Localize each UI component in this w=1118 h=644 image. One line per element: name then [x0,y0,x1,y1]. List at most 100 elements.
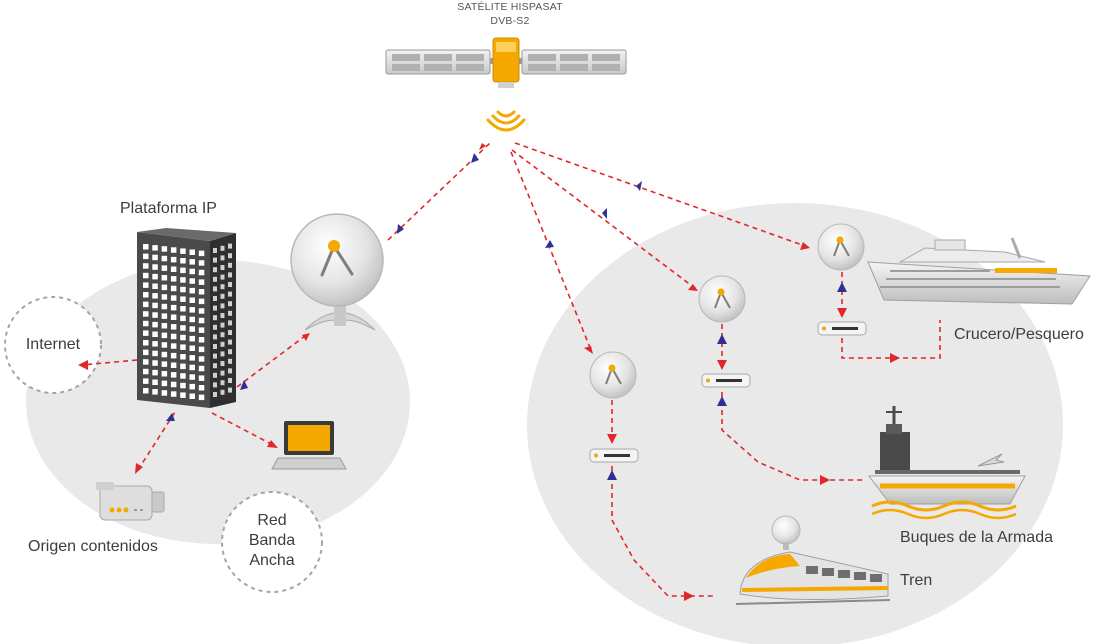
building-window [170,333,177,340]
building-window [161,294,168,300]
building-window [152,341,158,347]
building-window [180,344,186,350]
building-window [213,296,217,301]
building-window [189,364,195,371]
source-label: Origen contenidos [28,538,158,555]
building-window [228,262,232,268]
building-window [220,255,225,261]
building-window [228,368,232,374]
red-arrows [78,143,900,601]
building-window [180,267,186,274]
building-window [189,374,195,380]
building-window [170,304,177,311]
building-window [152,360,158,366]
building-window [213,315,217,321]
platform-label: Plataforma IP [120,200,217,217]
building-window [228,243,232,249]
building-window [189,259,195,265]
building-window [220,322,225,328]
building-window [189,297,195,303]
building-window [143,340,149,346]
building-window [198,327,205,333]
building-window [198,385,205,391]
building-window [220,380,225,386]
building-window [143,359,149,365]
satellite-label: SATÉLITE HISPASAT DVB-S2 [440,0,580,28]
navy-receiver-icon [701,373,751,388]
building-window [143,349,149,356]
building-window [228,320,232,326]
navy-dish-icon [698,275,746,323]
building-window [180,392,186,398]
building-window [228,387,232,393]
building-window [143,320,149,327]
train-icon [735,515,891,605]
building-window [228,330,232,335]
right-network-area [527,203,1063,644]
building-window [170,295,177,301]
building-window [180,325,186,331]
building-window [161,246,168,252]
building-window [161,361,168,367]
building-window [161,351,168,358]
building-window [180,334,186,341]
building-window [161,313,168,319]
building-window [180,354,186,360]
building-window [198,279,205,285]
building-window [228,358,232,364]
satellite-icon [385,37,627,88]
building-window [170,256,177,263]
broadband-line-2: Banda [248,532,296,549]
train-receiver-icon [589,448,639,463]
building-window [213,372,217,378]
satellite-name: SATÉLITE HISPASAT [457,1,563,13]
building-window [189,345,195,351]
building-window [213,344,217,349]
building-window [189,355,195,361]
building-window [189,335,195,342]
building-window [213,276,217,282]
building-window [189,278,195,284]
laptop-icon [271,421,347,470]
building-window [152,331,158,337]
blue-arrows [166,153,847,480]
building-window [152,293,158,299]
cruise-dish-icon [817,223,865,271]
internet-node [4,296,102,394]
building-window [161,275,168,281]
internet-label: Internet [25,336,81,353]
building-window [213,353,217,359]
building-window [170,266,177,272]
building-icon [137,228,236,408]
building-window [152,273,158,280]
building-window [220,370,225,376]
building-window [161,371,168,377]
building-window [161,390,168,396]
building-window [228,282,232,287]
building-window [228,253,232,259]
train-label: Tren [900,572,933,589]
building-window [198,317,205,324]
building-window [220,332,225,338]
building-window [170,391,177,397]
building-window [170,324,177,330]
building-window [189,307,195,313]
building-window [213,392,217,397]
building-window [152,379,158,385]
building-window [170,314,177,320]
train-dish-icon [589,351,637,399]
navy-label: Buques de la Armada [900,529,1053,546]
broadband-label: Red Banda Ancha [226,511,318,571]
building-window [143,330,149,336]
building-window [170,343,177,349]
satellite-standard: DVB-S2 [490,15,530,27]
building-window [213,248,217,253]
building-window [220,389,225,395]
building-window [161,303,168,310]
cruise-label: Crucero/Pesquero [954,326,1084,343]
building-window [220,245,225,251]
building-window [180,382,186,389]
building-window [220,293,225,299]
building-window [143,263,149,269]
building-window [143,282,149,288]
